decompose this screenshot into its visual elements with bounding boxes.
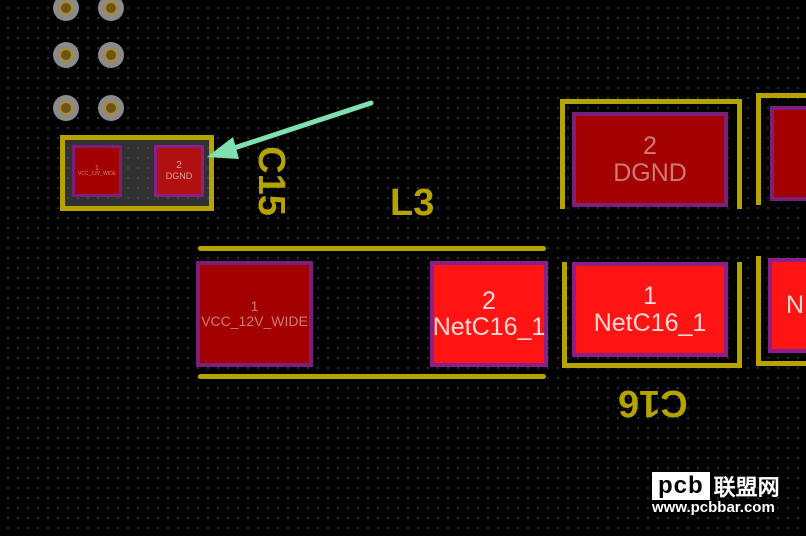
pad-net: NetC16_1 (432, 313, 546, 341)
pad-net: VCC_12V_WIDE (77, 171, 117, 178)
top-right-outline (560, 99, 742, 209)
c16-pad-1[interactable]: 1 NetC16_1 (572, 262, 728, 357)
watermark: pcb 联盟网 www.pcbbar.com (652, 470, 804, 518)
pad-number: 2 (482, 286, 496, 315)
watermark-url: www.pcbbar.com (652, 499, 775, 516)
c15-outline (60, 135, 214, 211)
watermark-logo: pcb (652, 472, 710, 500)
edge-lower-outline (756, 256, 806, 366)
l3-outline-bottom (198, 374, 546, 379)
l3-pad-2[interactable]: 2 NetC16_1 (430, 261, 548, 367)
via[interactable] (98, 95, 124, 121)
pad-number: 2 (643, 132, 657, 161)
pad-number: 1 (250, 298, 259, 315)
via[interactable] (53, 42, 79, 68)
via[interactable] (53, 95, 79, 121)
via[interactable] (98, 0, 124, 21)
pad-net: DGND (165, 170, 193, 181)
pad-net-fragment: N (786, 291, 805, 320)
l3-pad-1[interactable]: 1 VCC_12V_WIDE (196, 261, 313, 367)
edge-pad-top[interactable] (770, 106, 806, 201)
c15-pad-2[interactable]: 2 DGND (154, 145, 204, 197)
watermark-brand: 联盟网 (713, 475, 780, 500)
l3-outline-top (198, 246, 546, 251)
c15-pad-1[interactable]: 1 VCC_12V_WIDE (72, 145, 122, 197)
pad-number: 2 (176, 160, 182, 172)
edge-component-outline (756, 93, 806, 205)
pad-net: DGND (613, 158, 687, 187)
pad-net: NetC16_1 (593, 308, 707, 337)
c16-designator: C16 (618, 382, 688, 424)
pad-number: 1 (643, 282, 657, 311)
l3-designator: L3 (390, 182, 435, 224)
c16-outline (562, 262, 742, 368)
via[interactable] (98, 42, 124, 68)
pad-number: 1 (95, 164, 99, 172)
pointer-arrow-icon (207, 100, 374, 159)
edge-pad-lower[interactable]: N (768, 258, 806, 353)
top-right-pad-2[interactable]: 2 DGND (572, 112, 728, 207)
via[interactable] (53, 0, 79, 21)
pad-net: VCC_12V_WIDE (201, 313, 308, 329)
